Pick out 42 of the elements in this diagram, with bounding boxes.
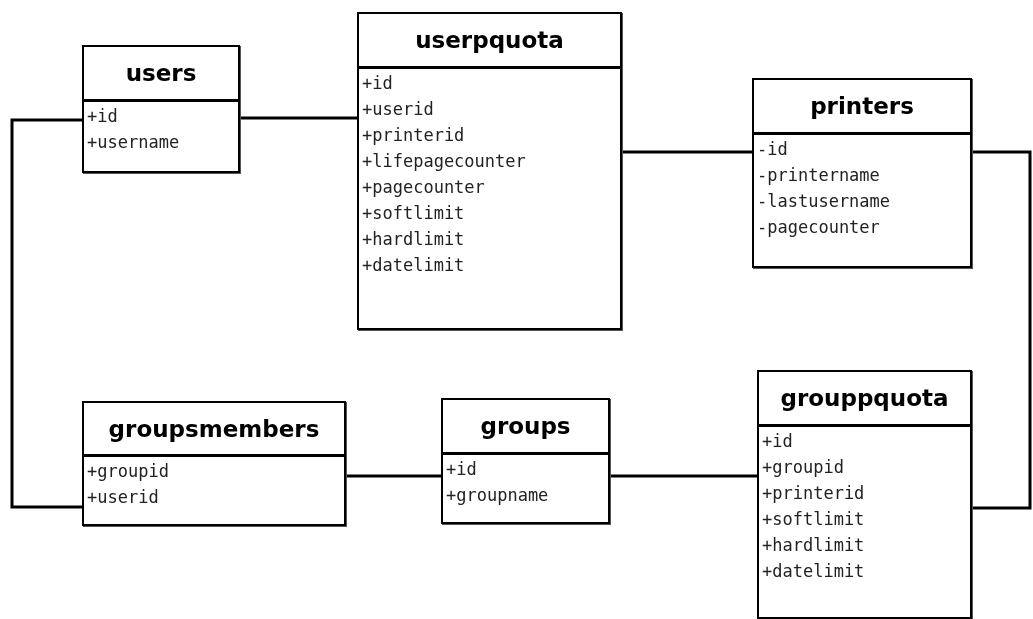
connector-line bbox=[610, 474, 757, 478]
table-box bbox=[82, 45, 240, 173]
field-name: +id bbox=[86, 105, 119, 128]
table-name: printers bbox=[810, 93, 914, 119]
table-name: userpquota bbox=[415, 27, 564, 53]
connector-line bbox=[346, 474, 441, 478]
field-name: -id bbox=[756, 138, 789, 161]
field-name: +id bbox=[361, 72, 394, 95]
field-name: +id bbox=[445, 458, 478, 481]
field-name: +softlimit bbox=[761, 508, 866, 531]
connector-line bbox=[240, 116, 357, 120]
table-name: groupsmembers bbox=[108, 415, 320, 442]
table-box bbox=[357, 12, 622, 330]
connector-line bbox=[10, 118, 82, 509]
table-name: users bbox=[125, 60, 197, 86]
field-name: +lifepagecounter bbox=[361, 150, 527, 173]
field-name: +hardlimit bbox=[761, 534, 866, 557]
field-name: +userid bbox=[86, 486, 160, 509]
field-name: -printername bbox=[756, 164, 881, 187]
field-name: +groupid bbox=[761, 456, 845, 479]
field-name: +groupid bbox=[86, 460, 170, 483]
table-name: groups bbox=[480, 413, 571, 439]
field-name: +userid bbox=[361, 98, 435, 121]
table-box bbox=[82, 401, 346, 526]
field-name: +datelimit bbox=[361, 254, 466, 277]
field-name: -lastusername bbox=[756, 190, 892, 213]
connector-line bbox=[972, 150, 1032, 510]
field-name: +softlimit bbox=[361, 202, 466, 225]
field-name: +pagecounter bbox=[361, 176, 486, 199]
table-box bbox=[441, 398, 610, 524]
table-name: grouppquota bbox=[780, 385, 949, 411]
field-name: +id bbox=[761, 430, 794, 453]
field-name: +hardlimit bbox=[361, 228, 466, 251]
field-name: +printerid bbox=[761, 482, 866, 505]
table-box bbox=[752, 78, 972, 268]
field-name: +datelimit bbox=[761, 560, 866, 583]
field-name: -pagecounter bbox=[756, 216, 881, 239]
field-name: +printerid bbox=[361, 124, 466, 147]
field-name: +username bbox=[86, 131, 181, 154]
connector-line bbox=[622, 150, 752, 154]
field-name: +groupname bbox=[445, 484, 550, 507]
table-box bbox=[757, 370, 972, 619]
